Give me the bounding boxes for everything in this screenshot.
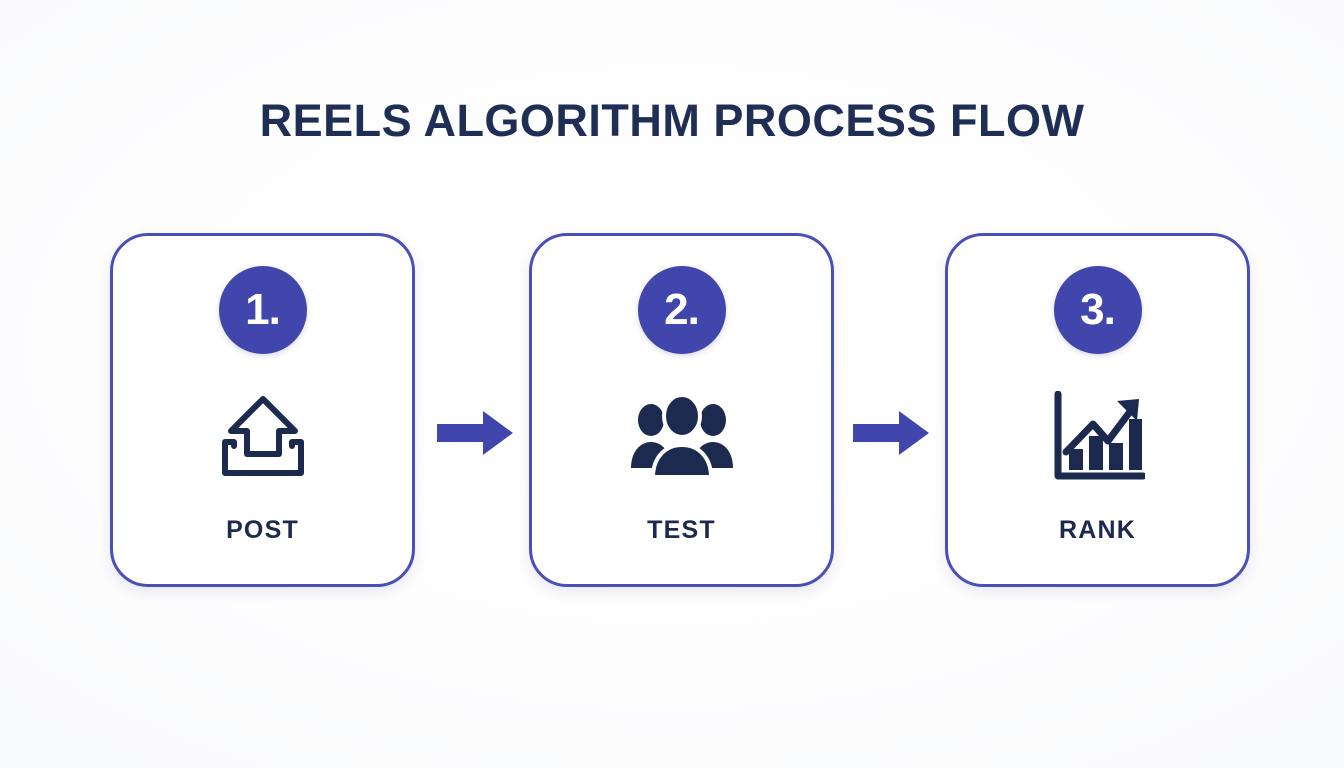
users-group-icon — [627, 388, 737, 484]
bar-chart-growth-icon — [1043, 388, 1153, 484]
process-step-card-1[interactable]: 1. POST — [110, 233, 415, 587]
step-label-3: RANK — [1058, 516, 1137, 544]
arrow-right-icon-2 — [851, 406, 931, 460]
step-number-badge-1: 1. — [218, 266, 307, 354]
step-label-2: TEST — [647, 516, 716, 544]
process-step-card-3[interactable]: 3. RANK — [945, 233, 1250, 587]
process-step-card-2[interactable]: 2. TEST — [529, 233, 834, 587]
upload-icon — [208, 388, 318, 484]
arrow-right-icon-1 — [435, 406, 515, 460]
page-title: REELS ALGORITHM PROCESS FLOW — [259, 95, 1085, 146]
step-label-1: POST — [226, 516, 299, 544]
step-number-badge-2: 2. — [637, 266, 726, 354]
step-number-badge-3: 3. — [1053, 266, 1142, 354]
process-flow: 1. POST 2. — [0, 233, 1344, 589]
